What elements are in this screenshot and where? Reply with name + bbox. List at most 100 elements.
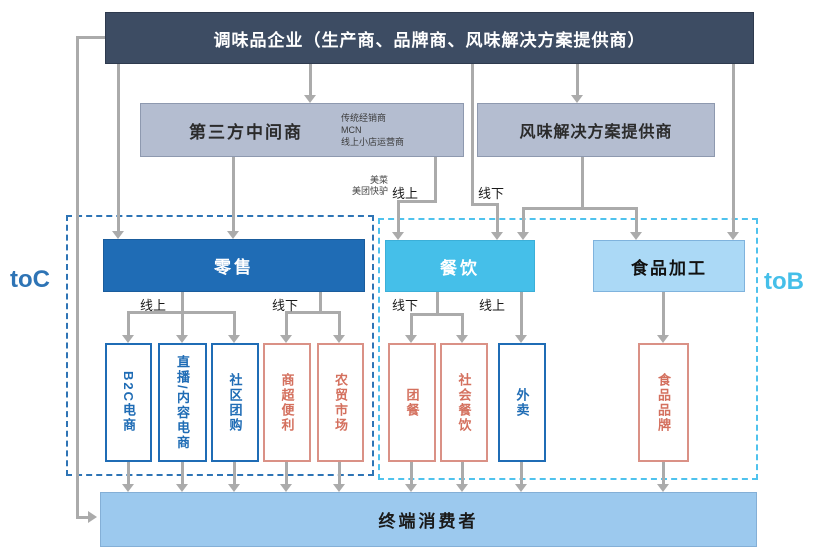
offline-label-top: 线下	[478, 186, 505, 201]
connector-line	[181, 311, 184, 336]
connector-line	[461, 313, 464, 336]
channel-food-delivery: 外卖	[498, 343, 546, 462]
third-party-middleman-label: 第三方中间商	[189, 122, 303, 142]
arrow-head-down	[392, 232, 404, 240]
channel-social-catering: 社会餐饮	[440, 343, 488, 462]
connector-line	[522, 207, 525, 232]
connector-line	[397, 200, 437, 203]
connector-line	[434, 155, 437, 203]
connector-line	[662, 290, 665, 336]
channel-community-group-buying: 社区团购	[211, 343, 259, 462]
arrow-head-down	[491, 232, 503, 240]
arrow-head-down	[727, 232, 739, 240]
connector-line	[520, 290, 523, 336]
channel-b2c-ecommerce: B2C电商	[105, 343, 152, 462]
retail-offline-label: 线下	[272, 298, 299, 313]
arrow-head-down	[515, 484, 527, 492]
arrow-head-down	[657, 484, 669, 492]
food-processing-label: 食品加工	[631, 258, 707, 278]
toc-label: toC	[10, 266, 50, 293]
connector-line	[662, 458, 665, 485]
arrow-head-down	[122, 484, 134, 492]
arrow-head-right	[88, 511, 97, 523]
food-processing-box: 食品加工	[593, 240, 745, 292]
connector-line	[338, 458, 341, 485]
connector-line	[76, 36, 106, 39]
connector-line	[522, 207, 638, 210]
condiment-enterprise-label: 调味品企业（生产商、品牌商、风味解决方案提供商）	[213, 30, 646, 50]
connector-line	[233, 458, 236, 485]
arrow-head-down	[517, 232, 529, 240]
arrow-head-down	[456, 335, 468, 343]
channel-farmers-market: 农贸市场	[317, 343, 364, 462]
arrow-head-down	[228, 484, 240, 492]
connector-line	[410, 313, 464, 316]
arrow-head-down	[405, 484, 417, 492]
toc-zone-border	[66, 215, 374, 476]
connector-line	[410, 313, 413, 336]
tob-zone-border	[378, 218, 758, 480]
catering-offline-label: 线下	[392, 298, 419, 313]
middleman-notes: 传统经销商 MCN 线上小店运营商	[341, 112, 463, 148]
catering-label: 餐饮	[440, 258, 480, 278]
connector-line	[76, 36, 79, 519]
arrow-head-down	[112, 231, 124, 239]
connector-line	[127, 311, 130, 336]
retail-online-label: 线上	[140, 298, 167, 313]
arrow-head-down	[571, 95, 583, 103]
connector-line	[461, 458, 464, 485]
retail-label: 零售	[214, 258, 254, 277]
arrow-head-down	[304, 95, 316, 103]
connector-line	[471, 62, 474, 206]
connector-line	[233, 311, 236, 336]
connector-line	[285, 311, 341, 314]
connector-line	[520, 458, 523, 485]
catering-box: 餐饮	[385, 240, 535, 292]
middleman-note: 传统经销商	[341, 113, 387, 123]
connector-line	[127, 458, 130, 485]
connector-line	[319, 290, 322, 313]
condiment-enterprise-box: 调味品企业（生产商、品牌商、风味解决方案提供商）	[105, 12, 754, 64]
channel-note: 美菜 美团快驴	[330, 175, 388, 197]
connector-line	[732, 62, 735, 233]
arrow-head-down	[176, 335, 188, 343]
flavor-provider-box: 风味解决方案提供商	[477, 103, 715, 157]
connector-line	[181, 458, 184, 485]
channel-note-line: 美团快驴	[351, 186, 388, 196]
connector-line	[410, 458, 413, 485]
connector-line	[285, 311, 288, 336]
middleman-note: 线上小店运营商	[341, 137, 405, 147]
arrow-head-down	[405, 335, 417, 343]
connector-line	[397, 200, 400, 232]
arrow-head-down	[280, 335, 292, 343]
channel-food-brand: 食品品牌	[638, 343, 689, 462]
catering-online-label: 线上	[479, 298, 506, 313]
arrow-head-down	[176, 484, 188, 492]
end-consumer-label: 终端消费者	[378, 512, 479, 531]
connector-line	[576, 62, 579, 96]
arrow-head-down	[657, 335, 669, 343]
connector-line	[76, 516, 89, 519]
connector-line	[471, 203, 499, 206]
connector-line	[496, 203, 499, 232]
arrow-head-down	[227, 231, 239, 239]
online-label-top: 线上	[392, 186, 419, 201]
channel-group-meals: 团餐	[388, 343, 436, 462]
middleman-note: MCN	[341, 125, 362, 135]
connector-line	[338, 311, 341, 336]
arrow-head-down	[280, 484, 292, 492]
arrow-head-down	[515, 335, 527, 343]
connector-line	[635, 207, 638, 232]
connector-line	[285, 458, 288, 485]
connector-line	[581, 155, 584, 210]
arrow-head-down	[333, 484, 345, 492]
connector-line	[436, 290, 439, 315]
channel-livestream-content-ecommerce: 直播/内容电商	[158, 343, 207, 462]
connector-line	[181, 290, 184, 313]
arrow-head-down	[630, 232, 642, 240]
end-consumer-box: 终端消费者	[100, 492, 757, 547]
retail-box: 零售	[103, 239, 365, 292]
tob-label: toB	[764, 268, 804, 295]
arrow-head-down	[456, 484, 468, 492]
